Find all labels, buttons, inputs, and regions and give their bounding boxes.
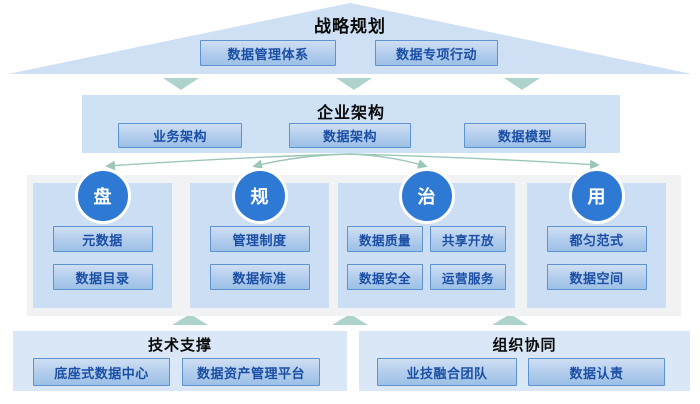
org-collaboration-title: 组织协同 [492, 337, 557, 354]
button-metadata: 元数据 [52, 226, 153, 252]
pillar-inventory: 盘 元数据 数据目录 [33, 168, 172, 308]
button-data-standard: 数据标准 [209, 264, 310, 290]
fanout-arrow [350, 153, 600, 170]
button-data-special-action: 数据专项行动 [375, 40, 498, 66]
strategic-planning-title: 战略规划 [314, 17, 386, 36]
org-collaboration-box: 组织协同 业技融合团队 数据认责 [359, 331, 690, 391]
button-business-tech-team: 业技融合团队 [377, 358, 517, 386]
button-data-model: 数据模型 [464, 123, 586, 148]
down-arrow-icon [163, 78, 199, 90]
tech-support-box: 技术支撑 底座式数据中心 数据资产管理平台 [13, 331, 347, 391]
down-arrow-icon [336, 78, 372, 90]
enterprise-architecture-title: 企业架构 [316, 105, 385, 122]
button-management-system: 管理制度 [209, 226, 310, 252]
up-arrow-icon [332, 314, 368, 325]
button-base-data-center: 底座式数据中心 [33, 358, 170, 386]
down-arrow-icon [504, 78, 540, 90]
badge-regulate: 规 [231, 168, 288, 224]
button-data-architecture: 数据架构 [289, 123, 411, 148]
button-sharing-openness: 共享开放 [430, 226, 506, 252]
button-data-security: 数据安全 [347, 264, 423, 290]
pillar-use: 用 都匀范式 数据空间 [527, 168, 666, 308]
button-data-catalog: 数据目录 [52, 264, 153, 290]
pillar-govern: 治 数据质量 共享开放 数据安全 运营服务 [338, 168, 515, 308]
button-operation-service: 运营服务 [430, 264, 506, 290]
button-duyun-paradigm: 都匀范式 [546, 226, 647, 252]
button-data-accountability: 数据认责 [528, 358, 665, 386]
up-arrow-icon [492, 314, 528, 325]
badge-govern: 治 [398, 168, 455, 224]
fanout-arrow [252, 153, 352, 170]
up-arrow-icon [172, 314, 208, 325]
button-data-quality: 数据质量 [347, 226, 423, 252]
button-data-management-system: 数据管理体系 [200, 40, 336, 66]
button-business-architecture: 业务架构 [118, 123, 242, 148]
button-data-space: 数据空间 [546, 264, 647, 290]
badge-use: 用 [568, 168, 625, 224]
roof-shape [8, 3, 692, 74]
button-data-asset-platform: 数据资产管理平台 [182, 358, 320, 386]
tech-support-title: 技术支撑 [147, 337, 212, 354]
badge-inventory: 盘 [74, 168, 131, 224]
pillar-regulate: 规 管理制度 数据标准 [190, 168, 329, 308]
